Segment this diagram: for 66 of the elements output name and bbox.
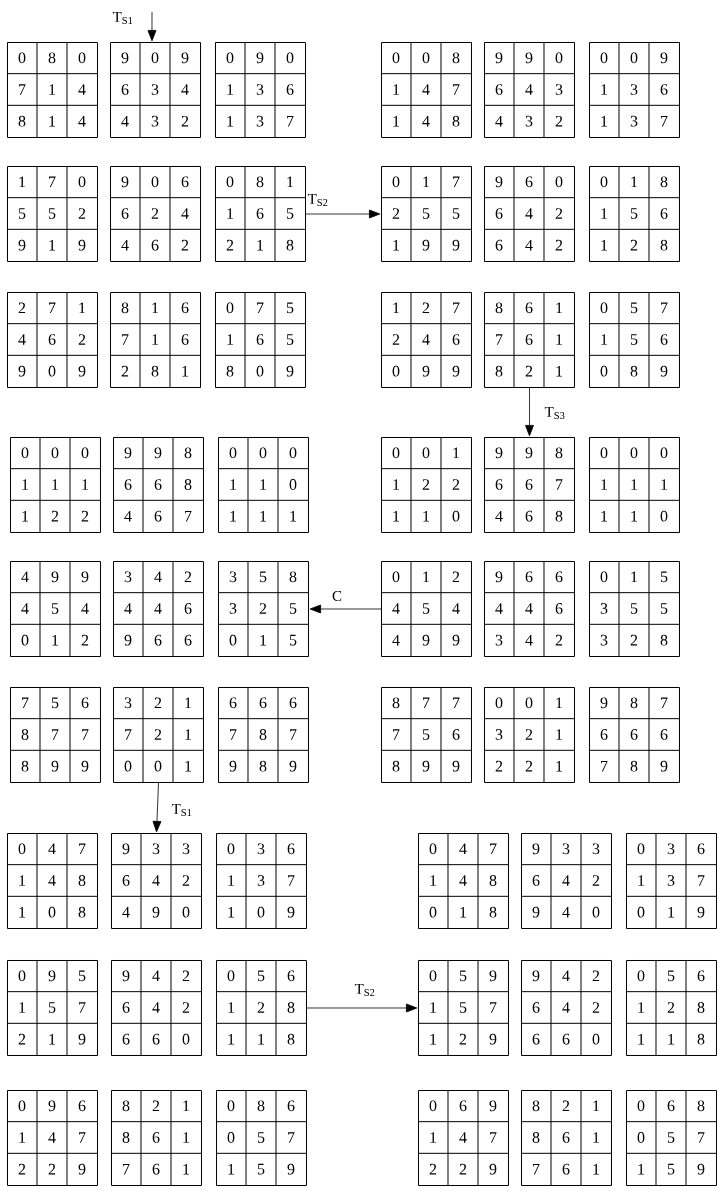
matrix: 9 9 0 6 4 3 4 3 2 <box>483 41 575 138</box>
matrix: 0 9 5 1 5 7 2 1 9 <box>6 959 98 1056</box>
matrix: 0 0 1 3 2 1 2 2 1 <box>483 686 575 783</box>
matrix: 0 1 5 3 5 5 3 2 8 <box>588 560 680 657</box>
matrix: 4 9 9 4 5 4 0 1 2 <box>9 560 101 657</box>
matrix: 3 5 8 3 2 5 0 1 5 <box>217 560 309 657</box>
matrix: 0 0 0 1 1 0 1 1 1 <box>217 436 309 533</box>
edge-label: T$_{S2}$ <box>307 193 328 207</box>
matrix: 9 4 2 6 4 2 6 6 0 <box>110 959 202 1056</box>
matrix: 0 5 7 1 5 6 0 8 9 <box>588 291 680 388</box>
matrix: 0 3 6 1 3 7 0 1 9 <box>625 832 717 929</box>
edge-label: T$_{S1}$ <box>112 11 133 25</box>
matrix: 0 0 9 1 3 6 1 3 7 <box>588 41 680 138</box>
matrix: 0 6 8 0 5 7 1 5 9 <box>625 1089 717 1186</box>
matrix: 0 0 1 1 2 2 1 1 0 <box>380 436 472 533</box>
matrix: 0 0 0 1 1 1 1 1 0 <box>588 436 680 533</box>
matrix: 0 1 8 1 5 6 1 2 8 <box>588 165 680 262</box>
matrix: 1 7 0 5 5 2 9 1 9 <box>6 165 98 262</box>
matrix: 0 6 9 1 4 7 2 2 9 <box>417 1089 509 1186</box>
matrix: 0 8 0 7 1 4 8 1 4 <box>6 41 98 138</box>
matrix: 7 5 6 8 7 7 8 9 9 <box>9 686 101 783</box>
matrix: 0 5 6 1 2 8 1 1 8 <box>215 959 307 1056</box>
arrow <box>309 604 382 614</box>
matrix: 9 3 3 6 4 2 4 9 0 <box>110 832 202 929</box>
edge-label: T$_{S1}$ <box>171 803 192 817</box>
matrix: 9 0 9 6 3 4 4 3 2 <box>109 41 201 138</box>
arrow <box>305 209 381 219</box>
arrow <box>525 387 534 437</box>
matrix: 9 9 8 6 6 8 4 6 7 <box>112 436 204 533</box>
matrix: 9 9 8 6 6 7 4 6 8 <box>483 436 575 533</box>
matrix: 0 1 2 4 5 4 4 9 9 <box>380 560 472 657</box>
matrix: 0 0 8 1 4 7 1 4 8 <box>380 41 472 138</box>
edge-label: C <box>332 590 342 602</box>
matrix: 0 4 7 1 4 8 1 0 8 <box>6 832 98 929</box>
matrix: 0 7 5 1 6 5 8 0 9 <box>214 291 306 388</box>
matrix: 9 0 6 6 2 4 4 6 2 <box>109 165 201 262</box>
matrix: 0 5 9 1 5 7 1 2 9 <box>417 959 509 1056</box>
matrix: 3 2 1 7 2 1 0 0 1 <box>112 686 204 783</box>
matrix: 8 1 6 7 1 6 2 8 1 <box>109 291 201 388</box>
matrix: 3 4 2 4 4 6 9 6 6 <box>112 560 204 657</box>
matrix: 0 9 6 1 4 7 2 2 9 <box>6 1089 98 1186</box>
arrow <box>152 782 162 833</box>
matrix: 0 4 7 1 4 8 0 1 8 <box>417 832 509 929</box>
arrow <box>147 11 157 42</box>
arrow <box>306 1003 418 1013</box>
matrix: 9 8 7 6 6 6 7 8 9 <box>588 686 680 783</box>
matrix: 0 0 0 1 1 1 1 2 2 <box>9 436 101 533</box>
edge-label: T$_{S2}$ <box>354 983 375 997</box>
matrix: 6 6 6 7 8 7 9 8 9 <box>217 686 309 783</box>
matrix: 8 2 1 8 6 1 7 6 1 <box>520 1089 612 1186</box>
matrix: 0 1 7 2 5 5 1 9 9 <box>380 165 472 262</box>
matrix: 9 6 6 4 4 6 3 4 2 <box>483 560 575 657</box>
matrix: 1 2 7 2 4 6 0 9 9 <box>380 291 472 388</box>
matrix: 0 8 1 1 6 5 2 1 8 <box>214 165 306 262</box>
matrix: 9 3 3 6 4 2 9 4 0 <box>520 832 612 929</box>
matrix: 8 6 1 7 6 1 8 2 1 <box>483 291 575 388</box>
matrix: 0 5 6 1 2 8 1 1 8 <box>625 959 717 1056</box>
matrix: 0 9 0 1 3 6 1 3 7 <box>214 41 306 138</box>
edge-label: T$_{S3}$ <box>544 406 565 420</box>
matrix: 9 4 2 6 4 2 6 6 0 <box>520 959 612 1056</box>
matrix: 9 6 0 6 4 2 6 4 2 <box>483 165 575 262</box>
matrix: 0 3 6 1 3 7 1 0 9 <box>215 832 307 929</box>
matrix: 2 7 1 4 6 2 9 0 9 <box>6 291 98 388</box>
matrix: 8 7 7 7 5 6 8 9 9 <box>380 686 472 783</box>
matrix: 0 8 6 0 5 7 1 5 9 <box>215 1089 307 1186</box>
matrix: 8 2 1 8 6 1 7 6 1 <box>110 1089 202 1186</box>
